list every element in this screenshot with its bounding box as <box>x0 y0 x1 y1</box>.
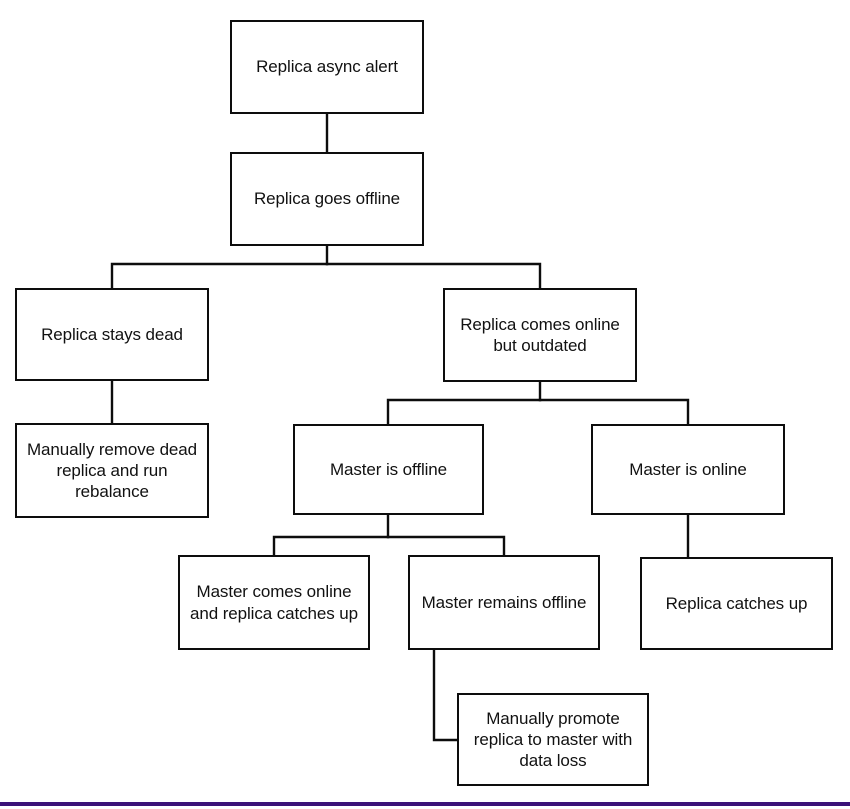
node-manually-remove-dead-replica[interactable]: Manually remove dead replica and run reb… <box>15 423 209 518</box>
connector-comes-online-to-master-online <box>538 398 690 426</box>
node-master-is-offline[interactable]: Master is offline <box>293 424 484 515</box>
connector-master-offline-to-remains-offline <box>386 535 506 557</box>
node-label-replica-stays-dead: Replica stays dead <box>41 324 183 344</box>
node-manually-promote-replica[interactable]: Manually promote replica to master with … <box>457 693 649 786</box>
node-label-replica-catches-up: Replica catches up <box>665 593 808 613</box>
node-replica-comes-online-but-outdated[interactable]: Replica comes online but outdated <box>443 288 637 382</box>
bottom-accent-rule <box>0 802 850 806</box>
node-master-comes-online-and-replica-catches-up[interactable]: Master comes online and replica catches … <box>178 555 370 650</box>
node-label-replica-async-alert: Replica async alert <box>256 57 398 77</box>
connector-offline-to-comes-online <box>325 262 542 290</box>
node-label-master-comes-online-and-replica-catches-up: Master comes online and replica catches … <box>190 582 358 623</box>
node-label-master-is-online: Master is online <box>629 459 747 479</box>
connector-comes-online-to-master-offline <box>386 398 542 426</box>
node-label-manually-remove-dead-replica: Manually remove dead replica and run reb… <box>27 439 197 502</box>
node-label-replica-goes-offline: Replica goes offline <box>253 189 401 209</box>
node-replica-stays-dead[interactable]: Replica stays dead <box>15 288 209 381</box>
node-label-master-is-offline: Master is offline <box>329 459 448 479</box>
connector-offline-to-stays-dead <box>110 262 329 290</box>
node-label-replica-comes-online-but-outdated: Replica comes online but outdated <box>460 314 620 355</box>
node-replica-catches-up[interactable]: Replica catches up <box>640 557 833 650</box>
node-master-remains-offline[interactable]: Master remains offline <box>408 555 600 650</box>
node-master-is-online[interactable]: Master is online <box>591 424 785 515</box>
node-label-manually-promote-replica: Manually promote replica to master with … <box>473 708 633 771</box>
connector-remains-offline-to-manual-promote <box>432 648 459 742</box>
connector-master-offline-to-comes-online <box>272 535 390 557</box>
node-label-master-remains-offline: Master remains offline <box>421 592 587 612</box>
node-replica-goes-offline[interactable]: Replica goes offline <box>230 152 424 246</box>
node-replica-async-alert[interactable]: Replica async alert <box>230 20 424 114</box>
